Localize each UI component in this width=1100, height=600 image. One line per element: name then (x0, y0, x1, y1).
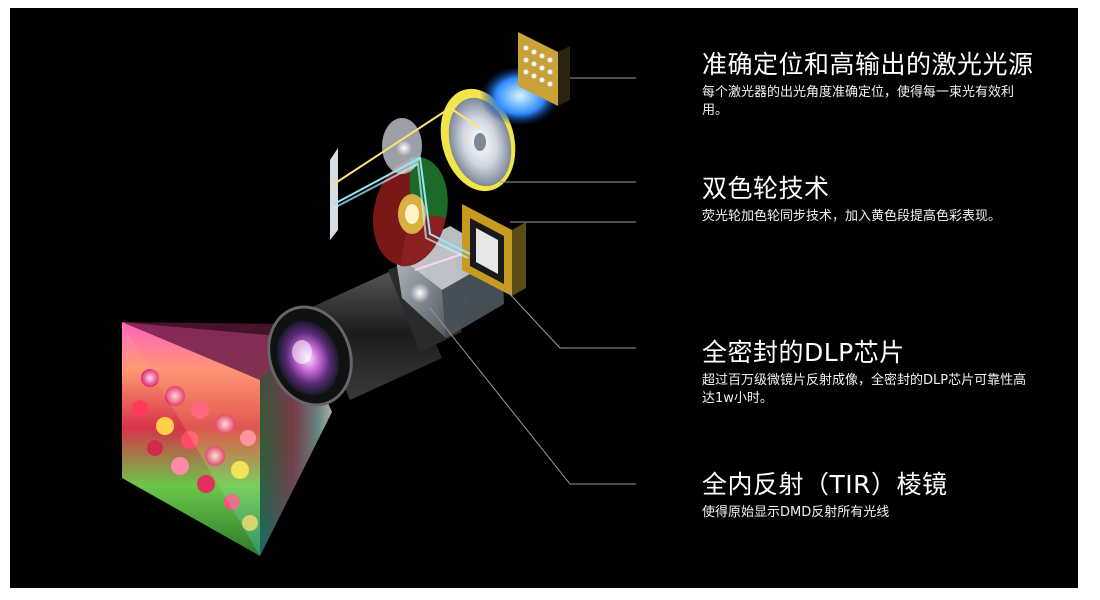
product-feature-panel: 准确定位和高输出的激光光源 每个激光器的出光角度准确定位，使得每一束光有效利用。… (10, 8, 1078, 588)
feature-description: 超过百万级微镜片反射成像，全密封的DLP芯片可靠性高达1w小时。 (702, 373, 1027, 406)
feature-title: 准确定位和高输出的激光光源 (702, 50, 1034, 79)
feature-sealed-dlp-chip: 全密封的DLP芯片 超过百万级微镜片反射成像，全密封的DLP芯片可靠性高达1w小… (702, 338, 1032, 408)
mirror (330, 148, 338, 240)
laser-array (480, 32, 570, 126)
feature-title: 双色轮技术 (702, 174, 830, 203)
feature-title: 全内反射（TIR）棱镜 (702, 470, 948, 499)
feature-laser-source: 准确定位和高输出的激光光源 每个激光器的出光角度准确定位，使得每一束光有效利用。 (702, 50, 1034, 120)
feature-dual-color-wheel: 双色轮技术 荧光轮加色轮同步技术，加入黄色段提高色彩表现。 (702, 174, 1032, 226)
feature-description: 每个激光器的出光角度准确定位，使得每一束光有效利用。 (702, 85, 1015, 118)
light-path (333, 106, 481, 259)
dlp-chip (462, 204, 526, 296)
feature-description: 使得原始显示DMD反射所有光线 (702, 505, 890, 520)
projector-optics-illustration (122, 32, 636, 556)
feature-title: 全密封的DLP芯片 (702, 338, 905, 367)
leader-lines (429, 77, 636, 485)
feature-tir-prism: 全内反射（TIR）棱镜 使得原始显示DMD反射所有光线 (702, 470, 1032, 522)
feature-description: 荧光轮加色轮同步技术，加入黄色段提高色彩表现。 (702, 209, 1002, 224)
